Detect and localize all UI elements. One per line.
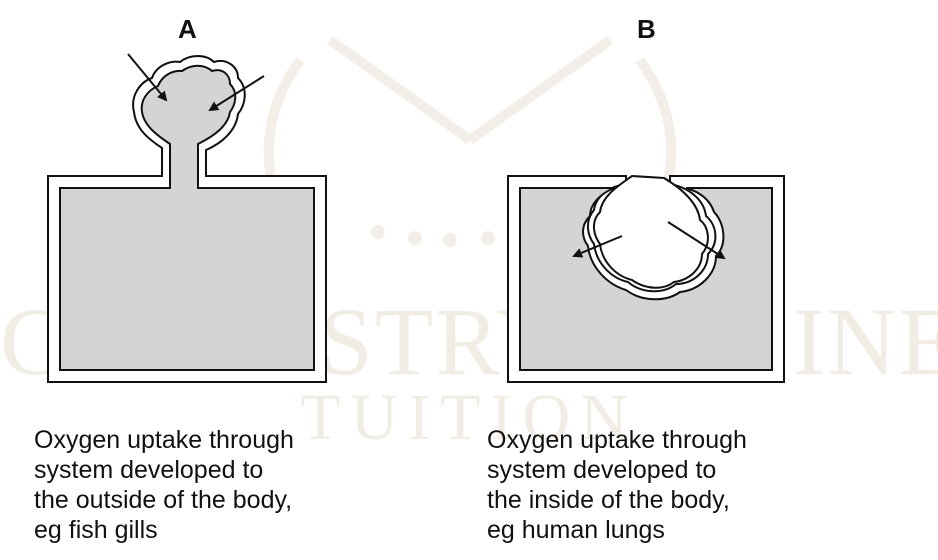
- caption-line: the inside of the body,: [487, 485, 747, 515]
- caption-line: the outside of the body,: [34, 485, 294, 515]
- caption-line: Oxygen uptake through: [34, 425, 294, 455]
- caption-line: eg fish gills: [34, 515, 294, 545]
- panel-a-caption: Oxygen uptake through system developed t…: [34, 425, 294, 545]
- caption-line: Oxygen uptake through: [487, 425, 747, 455]
- panel-b-body: [508, 176, 784, 382]
- panel-a-label: A: [178, 14, 197, 45]
- caption-line: system developed to: [487, 455, 747, 485]
- panel-b-caption: Oxygen uptake through system developed t…: [487, 425, 747, 545]
- caption-line: system developed to: [34, 455, 294, 485]
- panel-b-label: B: [637, 14, 656, 45]
- caption-line: eg human lungs: [487, 515, 747, 545]
